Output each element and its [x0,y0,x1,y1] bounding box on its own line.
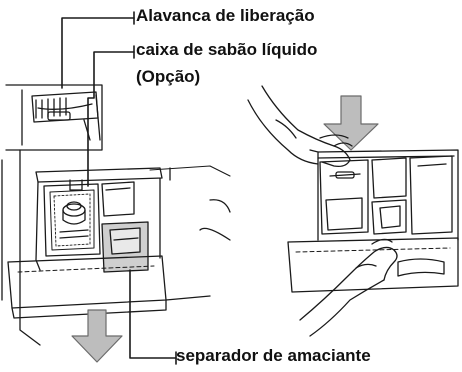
right-drawer-illustration [247,85,459,337]
option-label: (Opção) [136,67,201,86]
leader-lines [61,11,177,365]
liquid-soap-box-label: caixa de sabão líquido [136,40,318,59]
softener-separator-label: separador de amaciante [176,346,371,365]
left-drawer-illustration [1,84,231,363]
arrow-down-icon [323,95,379,151]
arrow-down-icon [71,309,123,363]
release-lever-label: Alavanca de liberação [136,6,315,25]
release-lever-inset [5,84,103,151]
